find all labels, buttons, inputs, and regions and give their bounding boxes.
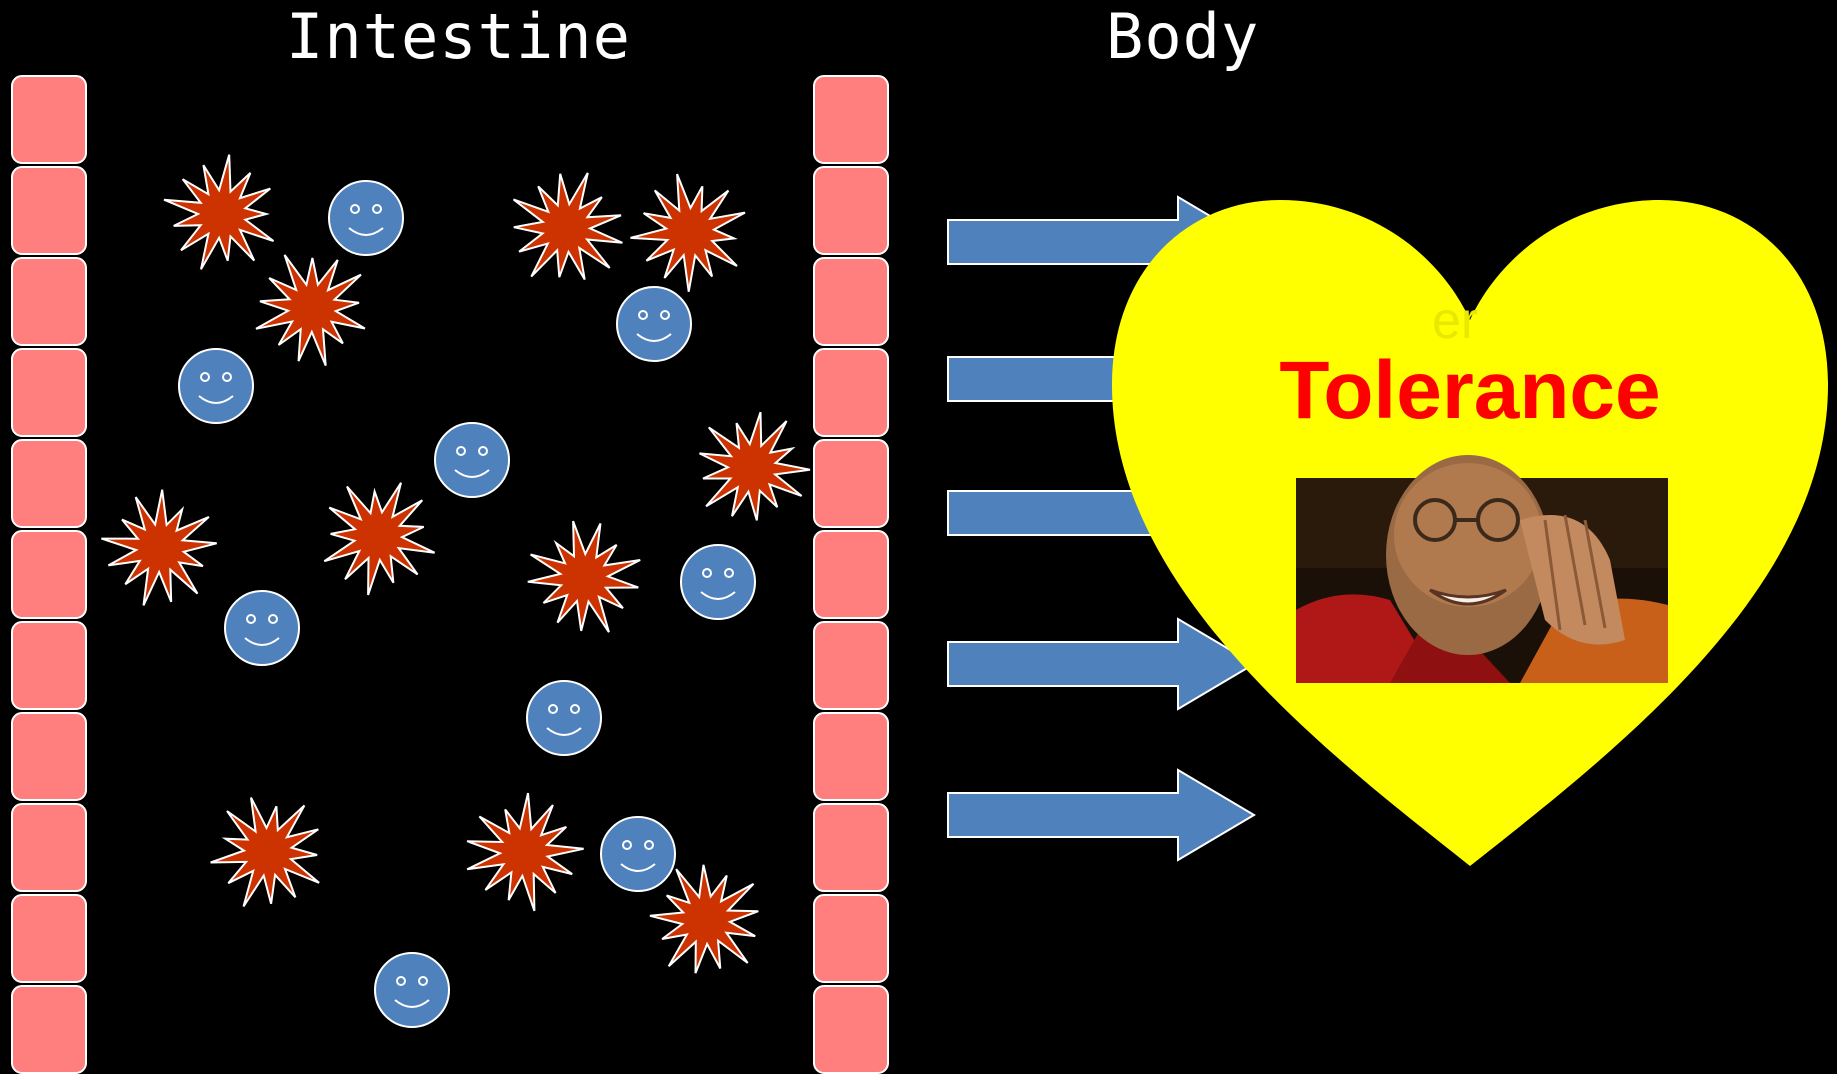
right-arrow-icon: [948, 619, 1254, 709]
starburst-bacterium-icon: [164, 155, 274, 270]
left-epithelium-cell: [12, 713, 86, 800]
left-epithelium-cell: [12, 167, 86, 254]
right-epithelium-cell: [814, 440, 888, 527]
starburst-bacterium-icon: [324, 483, 434, 595]
right-epithelium-cell: [814, 531, 888, 618]
right-epithelium-cell: [814, 167, 888, 254]
right-epithelium-cell: [814, 349, 888, 436]
starburst-bacterium-icon: [256, 255, 365, 366]
starburst-bacterium-icon: [650, 865, 758, 973]
left-epithelium-cell: [12, 895, 86, 982]
left-epithelium-cell: [12, 258, 86, 345]
right-epithelium-wall: [814, 76, 888, 1073]
smiley-bacterium-icon: [375, 953, 449, 1027]
right-epithelium-cell: [814, 986, 888, 1073]
smiley-bacterium-icon: [435, 423, 509, 497]
left-epithelium-cell: [12, 76, 86, 163]
starburst-bacterium-icon: [700, 412, 811, 520]
smiley-bacterium-icon: [527, 681, 601, 755]
starburst-bacterium-icon: [528, 521, 640, 632]
starburst-bacterium-icon: [631, 174, 746, 292]
smiley-bacterium-icon: [225, 591, 299, 665]
starburst-bacterium-icon: [101, 490, 216, 606]
right-arrow-icon: [948, 770, 1254, 860]
left-epithelium-cell: [12, 622, 86, 709]
smiley-bacterium-icon: [179, 349, 253, 423]
right-epithelium-cell: [814, 258, 888, 345]
smiley-bacterium-icon: [681, 545, 755, 619]
left-epithelium-wall: [12, 76, 86, 1073]
left-epithelium-cell: [12, 531, 86, 618]
left-epithelium-cell: [12, 986, 86, 1073]
intestinal-bacteria: [101, 155, 810, 1027]
right-epithelium-cell: [814, 713, 888, 800]
smiley-bacterium-icon: [617, 287, 691, 361]
hidden-label-fragment: er: [1432, 292, 1478, 350]
left-epithelium-cell: [12, 804, 86, 891]
smiley-bacterium-icon: [329, 181, 403, 255]
right-epithelium-cell: [814, 895, 888, 982]
smiling-monk-photo: [1296, 455, 1668, 683]
starburst-bacterium-icon: [467, 793, 583, 911]
left-epithelium-cell: [12, 349, 86, 436]
starburst-bacterium-icon: [514, 173, 623, 280]
tolerance-label: Tolerance: [1279, 345, 1660, 436]
left-epithelium-cell: [12, 440, 86, 527]
right-epithelium-cell: [814, 76, 888, 163]
smiley-bacterium-icon: [601, 817, 675, 891]
starburst-bacterium-icon: [211, 798, 320, 907]
right-epithelium-cell: [814, 804, 888, 891]
right-epithelium-cell: [814, 622, 888, 709]
